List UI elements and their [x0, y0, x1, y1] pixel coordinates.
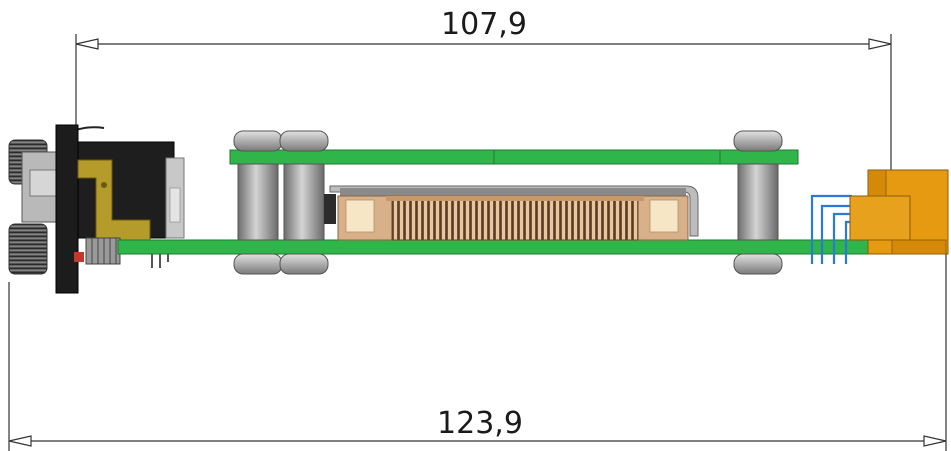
- arrowhead-left-outer: [8, 435, 32, 447]
- dimension-inner: 107,9: [75, 7, 892, 170]
- side-plate-detail: [169, 187, 181, 223]
- header-foot: [891, 239, 947, 255]
- arrowhead-right-outer: [923, 435, 947, 447]
- standoff-left-2: [279, 130, 329, 275]
- right-angle-header: [810, 169, 949, 264]
- arrowhead-right: [868, 38, 892, 50]
- top-pcb: [229, 149, 799, 165]
- frame-shadow: [340, 188, 686, 196]
- panel-bracket: [55, 124, 79, 294]
- bottom-pcb: [117, 239, 893, 255]
- spacer-block: [324, 194, 336, 224]
- dimension-label-inner: 107,9: [441, 7, 527, 42]
- red-marker: [74, 252, 84, 262]
- header-housing-front: [849, 195, 911, 241]
- bracket-screw: [101, 182, 107, 188]
- header-latch: [867, 169, 887, 197]
- arrowhead-left: [75, 38, 99, 50]
- threaded-shaft: [85, 237, 121, 265]
- standoff-right: [733, 130, 783, 275]
- mezzanine-connector: [329, 185, 699, 241]
- front-connector-assembly: [8, 124, 185, 294]
- pin-field-lip: [386, 196, 644, 201]
- end-cap-right: [649, 199, 679, 233]
- connector-pins: [151, 254, 169, 268]
- standoff-left-1: [233, 130, 283, 275]
- dimension-label-outer: 123,9: [437, 406, 523, 441]
- knurled-nut-bottom: [8, 223, 48, 275]
- pin-field: [391, 199, 639, 241]
- shaft-threads: [91, 238, 117, 264]
- end-cap-left: [345, 199, 375, 233]
- connector-body-face: [29, 169, 61, 197]
